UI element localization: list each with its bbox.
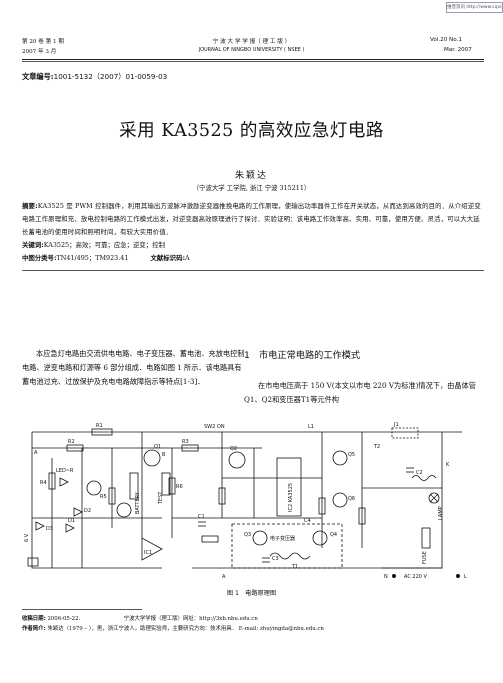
- body-right-paragraph: 在市电电压高于 150 V(本文以市电 220 V为标准)情况下，由晶体管Q1、…: [244, 381, 476, 404]
- article-number-label: 文章编号:: [22, 72, 54, 81]
- abstract: 摘要:KA3525 是 PWM 控制器件，利用其输出方波脉冲激励逆变器推挽电路的…: [22, 200, 482, 238]
- issue-cn: 第 20 卷 第 1 期: [22, 39, 64, 45]
- abstract-label: 摘要:: [22, 202, 38, 210]
- section-heading: 1 市电正常电路的工作模式: [244, 350, 361, 361]
- journal-cn: 宁 波 大 学 学 报（ 理 工 版 ）: [212, 39, 291, 45]
- label-led: LED~R: [56, 468, 74, 474]
- label-q5: Q5: [348, 452, 355, 458]
- received-label: 收稿日期:: [22, 616, 46, 622]
- header-rule-thin: [22, 61, 484, 62]
- label-q2: Q2: [230, 446, 237, 452]
- label-r5: R5: [100, 494, 107, 500]
- label-l: L: [464, 574, 467, 580]
- label-fuse: FUSE: [422, 551, 428, 564]
- abstract-rule: [22, 270, 484, 271]
- watermark: 维普资讯 http://www.cqvip.com: [446, 2, 503, 13]
- date-cn: 2007 年 3 月: [22, 49, 57, 55]
- label-transformer: 电子变压器: [270, 535, 295, 542]
- label-q1: Q1: [154, 444, 161, 450]
- journal-site: 宁波大学学报（理工版）网址：http://3xb.nbu.edu.cn: [123, 616, 258, 622]
- label-q4: Q4: [330, 532, 337, 538]
- figure-caption: 图 1 电路原理图: [226, 590, 277, 597]
- label-d2: D2: [84, 508, 91, 514]
- date-en: Mar. 2007: [444, 47, 472, 53]
- paper-title: 采用 KA3525 的高效应急灯电路: [119, 121, 384, 141]
- label-c4: C4: [304, 518, 311, 524]
- doc-code-label: 文献标识码:: [150, 254, 186, 262]
- label-r4: R4: [40, 480, 47, 486]
- label-ic2: IC2 KA3525: [288, 483, 294, 512]
- footer-received: 收稿日期: 2006-05-22. 宁波大学学报（理工版）网址：http://3…: [22, 614, 258, 622]
- label-a-top: A: [34, 450, 38, 456]
- classification: 中图分类号:TN41/495；TM923.41 文献标识码:A: [22, 253, 190, 262]
- author: 朱颖达: [234, 171, 268, 181]
- label-ic1: IC1: [144, 550, 152, 556]
- label-r2: R2: [68, 439, 75, 445]
- label-c2: C2: [416, 470, 423, 476]
- circuit-diagram: SW2 ON L1 LED~R BATTERY TEST IC1 IC2 KA3…: [24, 422, 467, 580]
- author-bio-value: 朱颖达（1979 – ），男，浙江宁波人，助理实验师，主要研究方向：技术用具． …: [47, 626, 324, 632]
- label-j1: J1: [393, 422, 399, 428]
- classification-value: TN41/495；TM923.41: [56, 254, 129, 262]
- label-r6: R6: [176, 484, 183, 490]
- keywords-value: KA3525；高效；可靠；应急；逆变；控制: [43, 241, 165, 249]
- label-q6: Q6: [348, 496, 355, 502]
- label-t1: T1: [291, 564, 298, 570]
- classification-label: 中图分类号:: [22, 254, 57, 262]
- article-number: 文章编号:1001-5132（2007）01-0059-03: [22, 72, 167, 82]
- label-battery: BATTERY: [135, 491, 141, 514]
- keywords-label: 关键词:: [22, 241, 44, 249]
- keywords: 关键词:KA3525；高效；可靠；应急；逆变；控制: [22, 240, 165, 249]
- label-q3: Q3: [244, 532, 251, 538]
- label-t2: T2: [373, 444, 380, 450]
- label-b: B: [162, 452, 166, 458]
- label-d3: D3: [46, 526, 53, 532]
- label-test: TEST: [158, 491, 164, 505]
- article-number-value: 1001-5132（2007）01-0059-03: [53, 72, 168, 81]
- label-d1: D1: [68, 518, 75, 524]
- label-a-bottom: A: [222, 574, 226, 580]
- footer-author: 作者简介: 朱颖达（1979 – ），男，浙江宁波人，助理实验师，主要研究方向：…: [22, 624, 324, 632]
- body-left-paragraph: 本应急灯电路由交流供电电路、电子变压器、蓄电池、充放电控制电路、逆变电路和灯源等…: [22, 349, 245, 386]
- label-sw2: SW2 ON: [204, 424, 225, 430]
- affiliation: （宁波大学 工学院, 浙江 宁波 315211）: [192, 184, 311, 192]
- label-r1: R1: [96, 423, 103, 429]
- label-6v: 6 V: [24, 533, 30, 542]
- received-value: 2006-05-22.: [47, 616, 81, 622]
- label-c1: C1: [198, 514, 205, 520]
- label-n: N: [384, 574, 388, 580]
- doc-code-value: A: [185, 254, 190, 262]
- vol-en: Vol.20 No.1: [430, 37, 462, 43]
- label-ac: AC 220 V: [404, 574, 428, 580]
- label-lamp: LAMP: [438, 506, 444, 520]
- author-bio-label: 作者简介:: [22, 626, 46, 632]
- header-rule: [22, 59, 484, 60]
- abstract-text: KA3525 是 PWM 控制器件，利用其输出方波脉冲激励逆变器推挽电路的工作原…: [22, 202, 481, 236]
- label-k: K: [446, 462, 450, 468]
- label-l1: L1: [308, 424, 314, 430]
- footnote-rule: [22, 609, 142, 610]
- label-r3: R3: [182, 439, 189, 445]
- journal-en: JOURNAL OF NINGBO UNIVERSITY ( NSEE ): [198, 47, 305, 53]
- label-c3: C3: [272, 556, 279, 562]
